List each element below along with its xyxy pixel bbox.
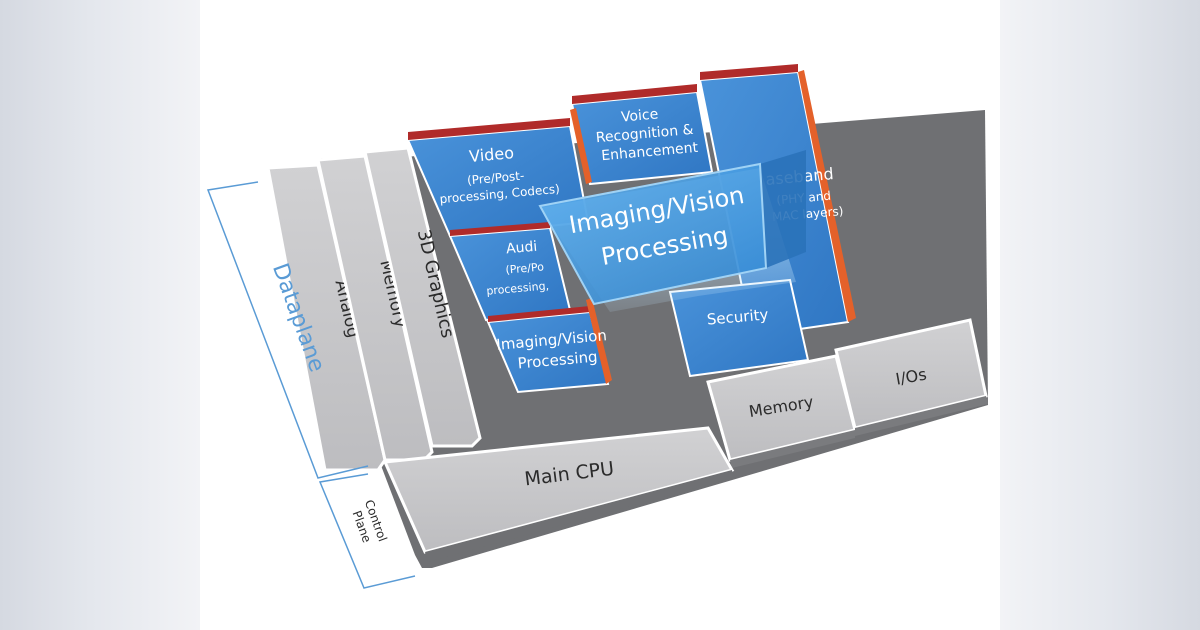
- imaging-vision-highlight: Imaging/Vision Processing: [538, 150, 806, 306]
- main-cpu-block: Main CPU: [382, 426, 735, 562]
- video-title: Video: [468, 143, 514, 166]
- audio-block: Audi (Pre/Po processing,: [448, 222, 572, 322]
- audio-title: Audi: [505, 239, 538, 258]
- audio-sub-2: processing,: [486, 279, 550, 297]
- right-blurred-margin: [1000, 0, 1200, 630]
- imaging-small-block: Imaging/Vision Processing: [486, 298, 612, 394]
- left-blurred-margin: [0, 0, 200, 630]
- ios-block: I/Os: [834, 318, 988, 436]
- diagram-svg: Analog Memory 3D Graphics Video (Pre/Pos…: [206, 64, 988, 589]
- video-sub-1: (Pre/Post-: [467, 169, 525, 188]
- audio-sub-1: (Pre/Po: [505, 260, 545, 276]
- soc-architecture-diagram: Analog Memory 3D Graphics Video (Pre/Pos…: [200, 0, 1000, 630]
- security-label: Security: [706, 305, 769, 328]
- voice-block: Voice Recognition & Enhancement: [570, 84, 714, 186]
- voice-line-1: Voice: [620, 106, 659, 125]
